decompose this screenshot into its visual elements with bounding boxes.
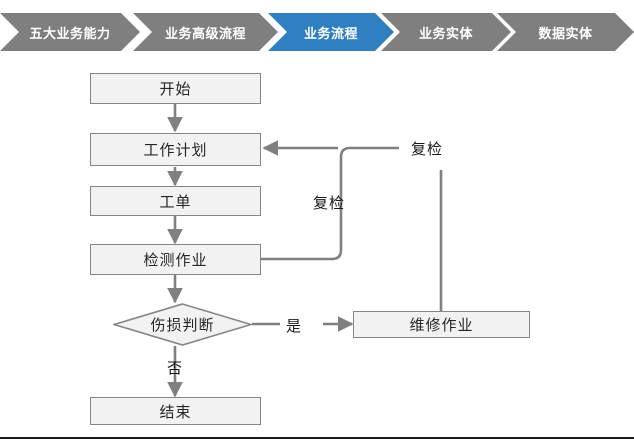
node-work-plan[interactable]: 工作计划: [90, 133, 261, 166]
node-repair[interactable]: 维修作业: [353, 311, 530, 338]
node-label: 结束: [159, 403, 192, 421]
edge-label-yes: 是: [286, 318, 303, 335]
node-damage-decision[interactable]: 伤损判断: [113, 303, 252, 346]
breadcrumb-item-high-level-process[interactable]: 业务高级流程: [133, 13, 278, 51]
breadcrumb-item-data-entity[interactable]: 数据实体: [497, 13, 634, 51]
breadcrumb-item-label: 业务流程: [303, 25, 358, 41]
node-label: 开始: [159, 81, 192, 98]
breadcrumb-item-business-entity[interactable]: 业务实体: [381, 13, 511, 51]
breadcrumb-item-label: 业务实体: [418, 25, 473, 41]
node-label: 伤损判断: [150, 317, 215, 334]
breadcrumb-item-label: 业务高级流程: [164, 25, 246, 41]
node-work-order[interactable]: 工单: [90, 186, 261, 216]
diamond-shape: [113, 303, 252, 346]
breadcrumb-item-label: 五大业务能力: [29, 25, 111, 41]
edge-label-recheck-middle: 复检: [313, 195, 346, 212]
node-inspection[interactable]: 检测作业: [90, 244, 261, 275]
edge-label-recheck-top: 复检: [411, 141, 444, 158]
breadcrumb-item-five-capabilities[interactable]: 五大业务能力: [0, 13, 140, 51]
node-label: 工作计划: [143, 142, 208, 159]
edge-label-no: 否: [167, 360, 184, 377]
breadcrumb-item-label: 数据实体: [538, 25, 593, 41]
node-label: 检测作业: [143, 252, 208, 269]
breadcrumb-item-business-process[interactable]: 业务流程: [268, 13, 394, 51]
node-label: 工单: [159, 193, 192, 211]
node-label: 维修作业: [409, 317, 474, 334]
node-end[interactable]: 结束: [90, 397, 261, 425]
node-start[interactable]: 开始: [90, 73, 261, 104]
breadcrumb: 五大业务能力 业务高级流程 业务流程 业务实体 数据实体: [0, 13, 634, 51]
